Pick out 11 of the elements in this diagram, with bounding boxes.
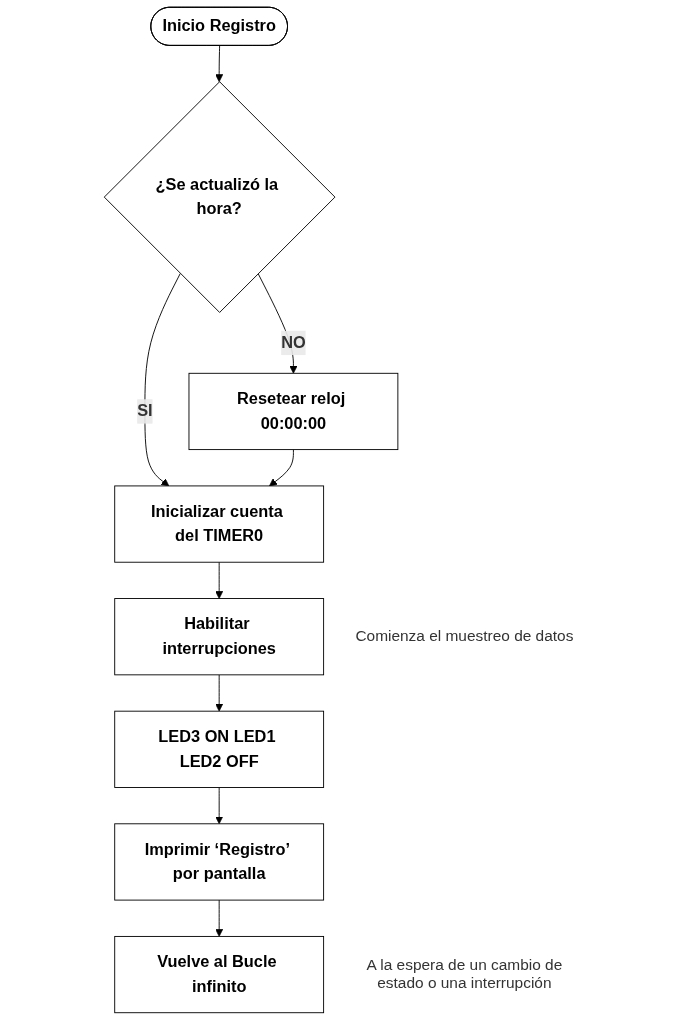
node-box: LED3 ON LED1 LED2 OFF — [114, 710, 325, 788]
node-box: Habilitar interrupciones — [114, 598, 325, 676]
note-text: A la espera de un cambio de estado o una interrupción — [365, 956, 564, 993]
node-box: Vuelve al Bucle infinito — [114, 935, 325, 1014]
node-box: Resetear reloj 00:00:00 — [189, 372, 399, 451]
edge-label: NO — [281, 333, 307, 352]
node-diamond: ¿Se actualizó la hora? — [104, 81, 336, 313]
note-text: Comienza el muestreo de datos — [355, 627, 574, 646]
node-box: Imprimir ‘Registro’ por pantalla — [114, 823, 325, 901]
node-box: Inicializar cuenta del TIMER0 — [114, 485, 325, 563]
edge-label: SI — [137, 401, 154, 421]
